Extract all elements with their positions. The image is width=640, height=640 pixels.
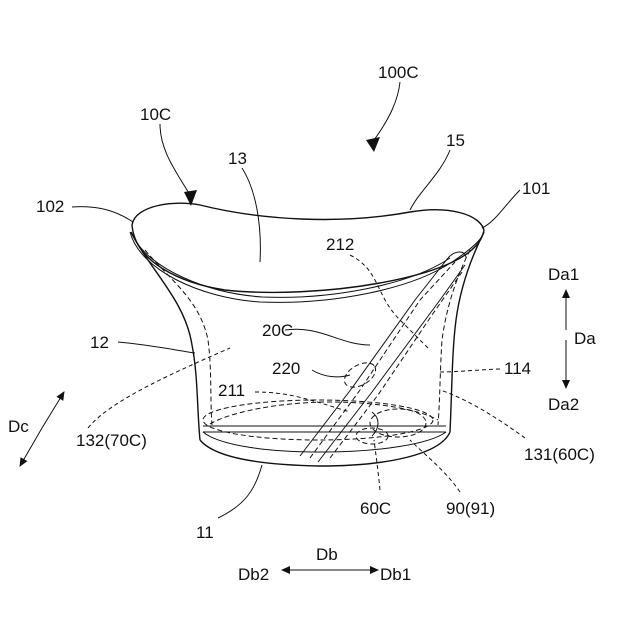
assembly-arrowhead	[366, 137, 380, 152]
hole-220	[340, 358, 379, 392]
leader-220	[312, 370, 350, 377]
label-211: 211	[218, 381, 245, 400]
leader-90	[410, 440, 460, 492]
label-13: 13	[228, 149, 247, 168]
label-220: 220	[272, 359, 300, 378]
leader-12	[118, 342, 195, 353]
label-212: 212	[326, 235, 354, 254]
label-dc: Dc	[8, 417, 29, 436]
label-132: 132(70C)	[76, 431, 147, 450]
leader-131	[440, 390, 525, 438]
arrow-dc-up	[42, 392, 64, 428]
label-90: 90(91)	[446, 499, 495, 518]
leader-102	[72, 207, 133, 222]
leader-101	[482, 190, 520, 228]
container-body	[130, 203, 484, 466]
reference-labels: 100C 10C 13 15 102 101 212 20C 220 211 1…	[36, 63, 595, 542]
tube-top	[448, 252, 466, 258]
bottom-curve	[203, 432, 446, 452]
label-10c: 10C	[140, 105, 171, 124]
label-131: 131(60C)	[524, 445, 595, 464]
leader-20c	[285, 329, 370, 345]
leader-114	[440, 369, 500, 372]
tube-left-edge	[310, 262, 455, 458]
rim-inner-edge	[134, 238, 450, 297]
label-da: Da	[574, 329, 596, 348]
label-11: 11	[196, 523, 214, 542]
leader-60c	[374, 440, 380, 490]
bottom-ellipse	[203, 400, 433, 440]
label-db2: Db2	[238, 565, 269, 584]
label-12: 12	[90, 333, 109, 352]
tube-right-edge	[330, 272, 462, 458]
label-102: 102	[36, 197, 64, 216]
label-60c: 60C	[360, 499, 391, 518]
bottom-ellipse-inner	[210, 402, 438, 424]
right-wall	[450, 232, 484, 432]
label-15: 15	[446, 131, 465, 150]
direction-labels: Da1 Da Da2 Db Db1 Db2 Dc	[8, 265, 596, 584]
label-da2: Da2	[548, 395, 579, 414]
leader-11	[218, 465, 262, 518]
label-114: 114	[504, 359, 531, 378]
leader-15	[410, 150, 450, 210]
leader-100c	[374, 82, 400, 140]
label-db1: Db1	[380, 565, 411, 584]
label-da1: Da1	[548, 265, 579, 284]
label-100c: 100C	[378, 63, 419, 82]
inner-wall-left	[145, 250, 212, 425]
leader-10c	[160, 124, 190, 195]
label-101: 101	[522, 179, 550, 198]
label-db: Db	[316, 545, 338, 564]
left-wall	[131, 232, 200, 440]
leader-132	[88, 348, 230, 428]
label-20c: 20C	[262, 321, 293, 340]
